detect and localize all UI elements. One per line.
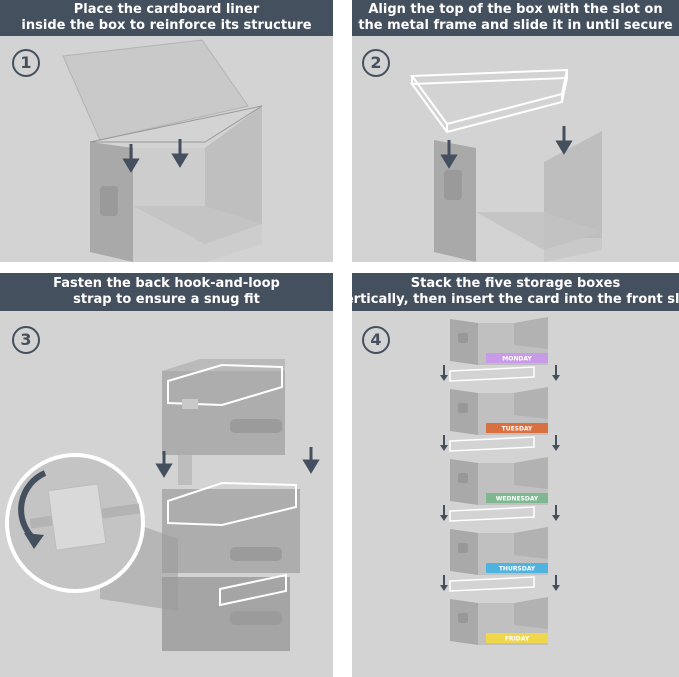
box-handle: [458, 613, 468, 623]
step-1-header: Place the cardboard liner inside the box…: [0, 0, 333, 36]
day-label: FRIDAY: [505, 636, 530, 643]
step-2-panel: Align the top of the box with the slot o…: [352, 0, 679, 262]
box-inner-back: [205, 106, 262, 224]
metal-frame-top: [167, 363, 283, 407]
day-label: WEDNESDAY: [496, 496, 539, 503]
box-handle: [100, 186, 118, 216]
step-1-panel: Place the cardboard liner inside the box…: [0, 0, 333, 262]
box-top-edge: [89, 105, 263, 143]
down-arrow-icon: [155, 447, 320, 478]
step-2-line-2: the metal frame and slide it in until se…: [358, 18, 673, 33]
day-card-monday: [486, 353, 548, 363]
box-handle: [458, 403, 468, 413]
box-inner-back: [514, 597, 548, 629]
down-arrow-icon: [552, 515, 560, 521]
day-card-thursday: [486, 563, 548, 573]
down-arrow-icon: [122, 139, 189, 173]
step-2-number: 2: [362, 49, 390, 77]
down-arrow-icon: [440, 375, 448, 381]
metal-frame: [449, 506, 535, 522]
down-arrow-icon: [440, 445, 448, 451]
box-handle: [230, 419, 282, 433]
step-2-illustration: [410, 68, 602, 262]
box-inner-back: [514, 387, 548, 419]
step-2-header: Align the top of the box with the slot o…: [352, 0, 679, 36]
box-handle: [458, 473, 468, 483]
box-bottom-body: [162, 577, 290, 651]
box-handle: [458, 333, 468, 343]
down-arrow-icon: [440, 515, 448, 521]
step-4-panel: Stack the five storage boxes vertically,…: [352, 273, 679, 677]
down-arrow-icon: [552, 375, 560, 381]
box-handle: [444, 170, 462, 200]
step-4-number: 4: [362, 326, 390, 354]
down-arrow-icon: [440, 585, 448, 591]
step-1-line-2: inside the box to reinforce its structur…: [21, 18, 312, 33]
step-4-illustration: MONDAY TUESDAY WEDNESDAY THURSDAY FRIDAY: [440, 317, 560, 645]
metal-frame: [410, 68, 569, 134]
metal-frame-bottom: [219, 573, 287, 607]
step-4-line-2: vertically, then insert the card into th…: [352, 292, 679, 307]
rotate-arrow-head: [24, 533, 44, 549]
step-2-line-1: Align the top of the box with the slot o…: [368, 2, 663, 17]
box-front: [133, 106, 262, 262]
box-right-wall: [544, 131, 602, 262]
metal-frame: [449, 366, 535, 382]
step-3-line-1: Fasten the back hook-and-loop: [53, 276, 280, 291]
box-handle: [230, 547, 282, 561]
rotate-arrow-icon: [18, 470, 47, 542]
day-card-wednesday: [486, 493, 548, 503]
step-3-panel: Fasten the back hook-and-loop strap to e…: [0, 273, 333, 677]
cardboard-liner: [62, 39, 249, 141]
step-3-header: Fasten the back hook-and-loop strap to e…: [0, 273, 333, 311]
day-label: MONDAY: [502, 356, 532, 363]
metal-frame: [449, 436, 535, 452]
metal-frame-middle: [167, 481, 297, 527]
step-4-header: Stack the five storage boxes vertically,…: [352, 273, 679, 311]
down-arrow-icon: [552, 445, 560, 451]
step-3-line-2: strap to ensure a snug fit: [73, 292, 260, 307]
box-inner-back: [514, 457, 548, 489]
box-label-slot: [182, 399, 198, 409]
box-inner-floor: [133, 206, 262, 244]
day-card-friday: [486, 633, 548, 643]
box-inner-back: [514, 317, 548, 349]
box-handle: [458, 543, 468, 553]
hook-loop-strap: [29, 483, 141, 551]
day-label: TUESDAY: [502, 426, 533, 433]
day-label: THURSDAY: [499, 566, 536, 573]
box-left-side: [434, 140, 476, 262]
down-arrow-icon: [552, 585, 560, 591]
step-1-number: 1: [12, 49, 40, 77]
box-inner-back: [514, 527, 548, 559]
box-top-body: [162, 371, 285, 455]
step-3-number: 3: [12, 326, 40, 354]
down-arrow-icon: [440, 126, 573, 169]
box-handle: [230, 611, 282, 625]
step-4-line-1: Stack the five storage boxes: [410, 276, 621, 291]
day-card-tuesday: [486, 423, 548, 433]
step-1-illustration: [62, 39, 263, 262]
step-3-illustration: [5, 359, 320, 651]
strap: [178, 455, 192, 485]
metal-frame: [449, 576, 535, 592]
step-1-line-1: Place the cardboard liner: [73, 2, 260, 17]
